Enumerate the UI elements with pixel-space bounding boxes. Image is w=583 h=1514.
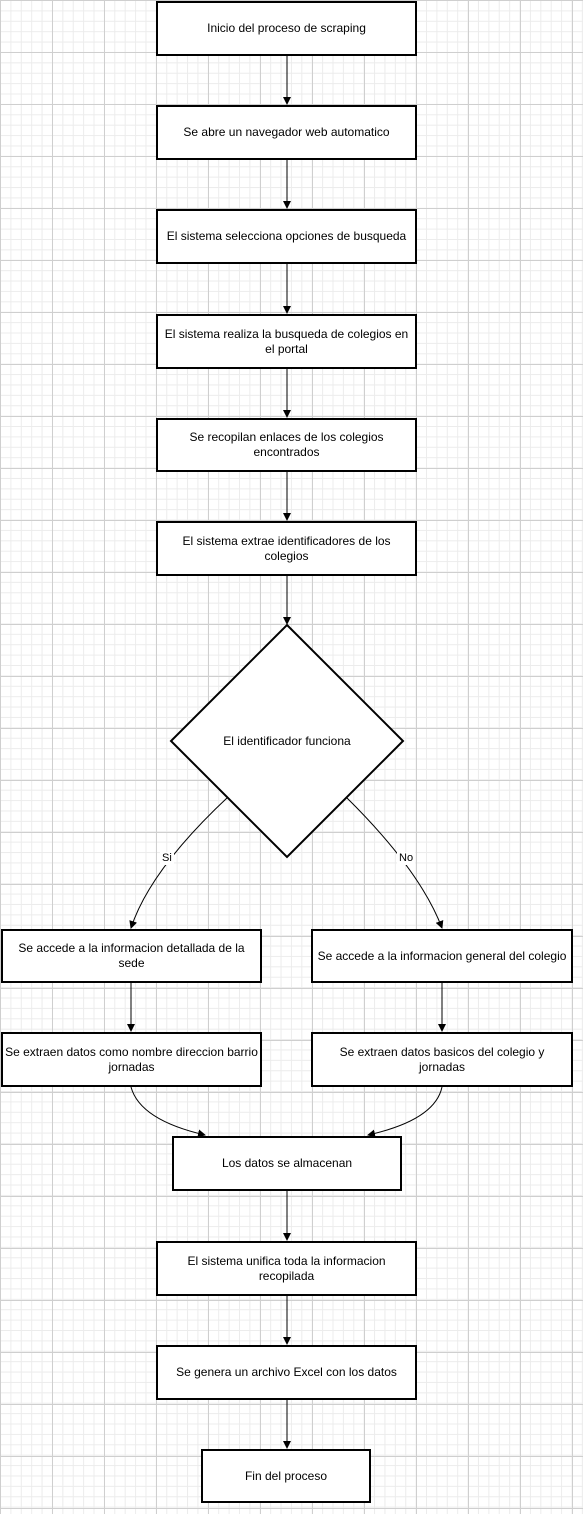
node-no-general-info: Se accede a la informacion general del c…: [311, 929, 573, 983]
node-generate-excel: Se genera un archivo Excel con los datos: [156, 1345, 417, 1400]
arrow-decision-no: [345, 796, 444, 929]
decision-diamond: [169, 623, 405, 859]
node-collect-links: Se recopilan enlaces de los colegios enc…: [156, 418, 417, 472]
arrow-no-extract-to-store: [367, 1086, 443, 1138]
node-search-schools: El sistema realiza la busqueda de colegi…: [156, 314, 417, 369]
node-yes-detailed-info: Se accede a la informacion detallada de …: [1, 929, 262, 983]
node-store-data: Los datos se almacenan: [172, 1136, 402, 1191]
node-select-options: El sistema selecciona opciones de busque…: [156, 209, 417, 264]
node-open-browser: Se abre un navegador web automatico: [156, 105, 417, 160]
node-no-extract-data: Se extraen datos basicos del colegio y j…: [311, 1032, 573, 1087]
edge-label-no: No: [397, 852, 416, 865]
node-extract-ids: El sistema extrae identificadores de los…: [156, 521, 417, 576]
node-unify-info: El sistema unifica toda la informacion r…: [156, 1241, 417, 1296]
decision-label: El identificador funciona: [223, 734, 351, 748]
node-end: Fin del proceso: [201, 1449, 371, 1503]
arrow-decision-yes: [129, 796, 229, 929]
edge-label-yes: Si: [160, 852, 174, 865]
node-yes-extract-data: Se extraen datos como nombre direccion b…: [1, 1032, 262, 1087]
node-start: Inicio del proceso de scraping: [156, 1, 417, 56]
arrow-yes-extract-to-store: [130, 1086, 206, 1138]
